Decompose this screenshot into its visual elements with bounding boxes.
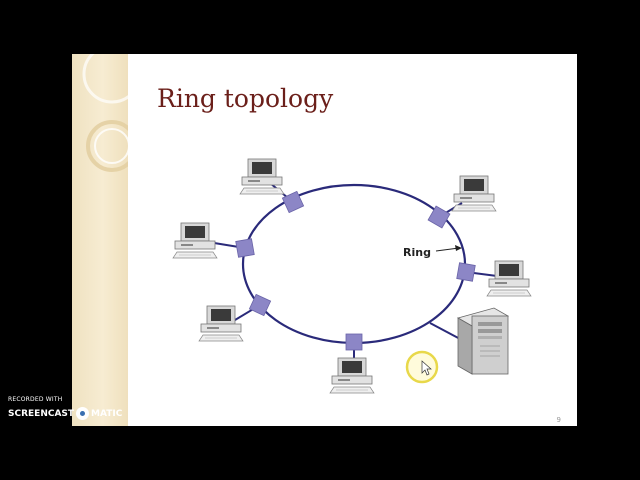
slide: Ring topology 9 bbox=[72, 54, 577, 426]
watermark-recorded-text: RECORDED WITH bbox=[8, 396, 63, 403]
connector-top-right bbox=[427, 205, 451, 229]
connector-right bbox=[456, 262, 476, 282]
watermark-brand-left: SCREENCAST bbox=[8, 408, 75, 419]
computer-lower-left-icon bbox=[198, 305, 244, 342]
slide-number: 9 bbox=[556, 416, 561, 424]
connector-top-left bbox=[281, 190, 305, 214]
computer-left-icon bbox=[172, 222, 218, 259]
server-tower-icon bbox=[456, 307, 510, 375]
computer-top-left-icon bbox=[239, 158, 285, 195]
cursor-highlight bbox=[405, 350, 439, 384]
computer-right-icon bbox=[486, 260, 532, 297]
computer-bottom-icon bbox=[329, 357, 375, 394]
connector-lower-left bbox=[248, 293, 272, 317]
connector-left bbox=[235, 238, 255, 258]
connector-bottom bbox=[345, 333, 363, 351]
ring-line bbox=[241, 183, 467, 345]
computer-top-right-icon bbox=[451, 175, 497, 212]
screencast-logo-icon bbox=[76, 407, 90, 420]
ring-connectors bbox=[235, 190, 476, 351]
watermark-brand-right: MATIC bbox=[91, 408, 123, 419]
screencast-watermark: RECORDED WITH SCREENCAST MATIC bbox=[8, 396, 122, 420]
ring-label-arrow bbox=[435, 245, 462, 252]
watermark-brand: SCREENCAST MATIC bbox=[8, 407, 122, 420]
slide-title: Ring topology bbox=[157, 84, 334, 113]
decorative-side-band bbox=[72, 54, 142, 426]
ring-label: Ring bbox=[403, 246, 431, 259]
